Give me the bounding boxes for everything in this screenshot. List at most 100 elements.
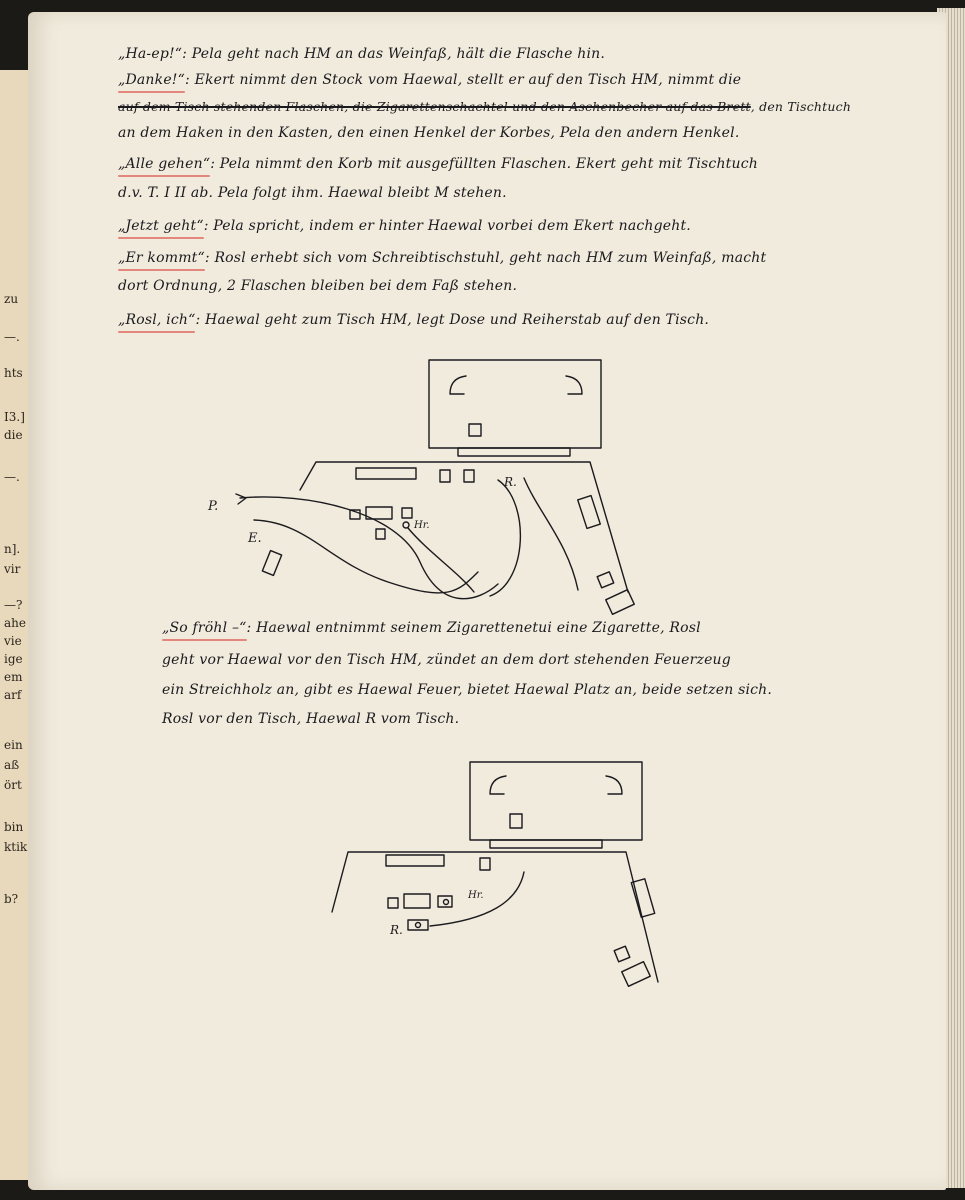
direction-line: „Jetzt geht“: Pela spricht, indem er hin… [118,218,691,239]
left-fragment: arf [4,688,22,702]
movement-path-haewal [408,528,474,592]
movement-path-rosl-2 [524,478,578,590]
direction-line: an dem Haken in den Kasten, den einen He… [118,125,740,141]
barrel [597,572,614,588]
left-fragment: aß [4,758,20,772]
red-pencil-underline [118,269,205,271]
left-fragment: ahe [4,616,26,630]
direction-line: auf dem Tisch stehenden Flaschen, die Zi… [118,99,852,114]
left-fragment: zu [4,292,19,306]
platform-chair-left [490,776,506,794]
red-pencil-underline [118,237,204,239]
cue-word: „Ha-ep!“ [118,46,183,62]
side-bench [631,879,654,917]
platform-chair-right [566,376,582,394]
left-fragment: ktik [4,840,28,854]
direction-line: ein Streichholz an, gibt es Haewal Feuer… [162,682,773,698]
rosl-chair [408,920,428,930]
chair [350,510,360,519]
platform-rect [470,762,642,840]
haewal-marker [403,522,409,528]
left-fragment: —. [4,330,20,344]
direction-line: geht vor Haewal vor den Tisch HM, zündet… [162,652,731,668]
stage-outline [300,462,628,592]
chair [376,529,385,539]
platform-chair-right [606,776,622,794]
movement-path-rosl [490,480,520,596]
arrowhead [236,494,246,504]
chair [388,898,398,908]
label-e: E. [247,531,262,546]
left-fragment: ein [4,738,23,752]
platform-chair-left [450,376,466,394]
barrel [606,590,635,615]
cue-word: „So fröhl –“ [162,620,247,641]
label-r: R. [503,475,517,489]
label-r: R. [389,923,403,937]
left-fragment: hts [4,366,23,380]
chair [438,896,452,907]
movement-path-rosl [430,872,524,926]
stool [464,470,474,482]
struck-through-text: auf dem Tisch stehenden Flaschen, die Zi… [118,99,751,114]
cue-word: „Alle gehen“ [118,156,211,177]
platform-step [458,448,570,456]
left-fragment: vie [4,634,22,648]
left-fragment: em [4,670,23,684]
direction-line: „Ha-ep!“: Pela geht nach HM an das Weinf… [118,46,606,62]
stool [480,858,490,870]
long-bench [386,855,444,866]
barrel [614,946,630,962]
label-hr: Hr. [467,890,484,901]
left-fragment: —? [4,598,23,612]
red-pencil-underline [118,91,185,93]
platform-stool [510,814,522,828]
direction-line: „Rosl, ich“: Haewal geht zum Tisch HM, l… [118,312,709,333]
red-pencil-underline [162,639,247,641]
left-fragment: b? [4,892,19,906]
long-bench [356,468,416,479]
cue-word: „Jetzt geht“ [118,218,204,239]
red-pencil-underline [118,331,196,333]
label-hr: Hr. [413,520,430,531]
direction-line: „Alle gehen“: Pela nimmt den Korb mit au… [118,156,758,177]
left-fragment: die [4,428,23,442]
barrel [622,962,651,987]
stool [440,470,450,482]
cue-word: „Rosl, ich“ [118,312,196,333]
red-pencil-underline [118,175,211,177]
table-block [366,507,392,519]
side-bench [578,496,601,529]
stage-blocking-diagram-2: Hr. R. [318,752,698,1012]
script-page: „Ha-ep!“: Pela geht nach HM an das Weinf… [28,12,946,1190]
direction-line: Rosl vor den Tisch, Haewal R vom Tisch. [162,711,460,727]
stage-outline [332,852,658,982]
platform-step [490,840,602,848]
table-block [404,894,430,908]
label-p: P. [207,499,218,514]
side-bench-left [262,551,281,576]
platform-stool [469,424,481,436]
direction-line: „Danke!“: Ekert nimmt den Stock vom Haew… [118,72,741,93]
cue-word: „Er kommt“ [118,250,205,271]
stage-blocking-diagram-1: P. E. R. Hr. [207,352,678,615]
left-fragment: —. [4,470,20,484]
movement-path-pela [240,497,498,599]
left-fragment: ige [4,652,23,666]
haewal-marker [444,900,449,905]
direction-line: d.v. T. I II ab. Pela folgt ihm. Haewal … [118,185,507,201]
direction-line: „So fröhl –“: Haewal entnimmt seinem Zig… [162,620,701,641]
platform-rect [429,360,601,448]
left-fragment: vir [4,562,21,576]
cue-word: „Danke!“ [118,72,185,93]
left-fragment: I3.] [4,410,25,424]
left-fragment: n]. [4,542,21,556]
direction-line: „Er kommt“: Rosl erhebt sich vom Schreib… [118,250,766,271]
movement-path-ekert [254,520,478,593]
left-page-text-fragments: zu —. hts I3.] die —. n]. vir —? ahe vie… [0,70,36,1180]
left-fragment: bin [4,820,24,834]
rosl-marker [416,923,421,928]
direction-line: dort Ordnung, 2 Flaschen bleiben bei dem… [118,278,518,294]
chair [402,508,412,518]
